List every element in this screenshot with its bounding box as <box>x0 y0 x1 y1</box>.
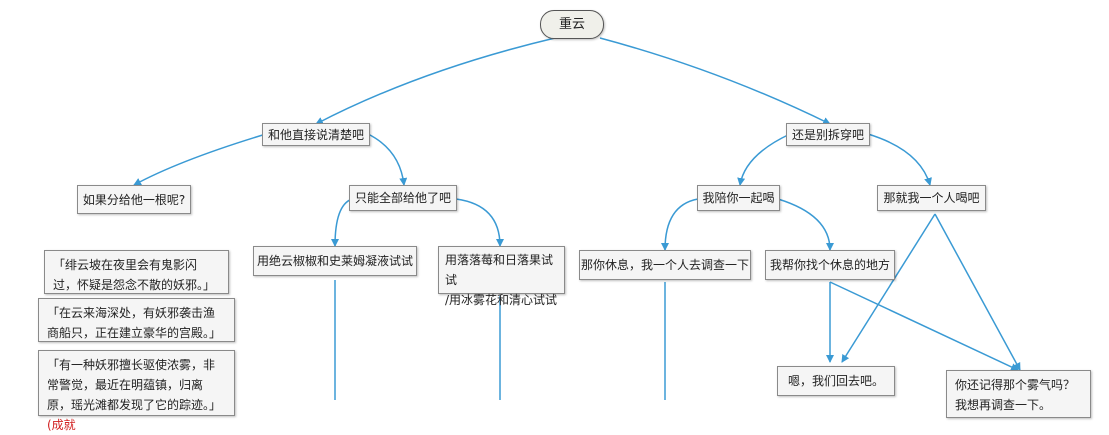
edge-find-remember <box>829 281 1019 371</box>
try-pepper-label: 用绝云椒椒和史莱姆凝液试试 <box>257 254 414 268</box>
node-find-rest: 我帮你找个休息的地方 <box>765 250 895 280</box>
find-rest-label: 我帮你找个休息的地方 <box>770 258 891 272</box>
node-accompany-drink: 我陪你一起喝 <box>697 185 780 211</box>
rumor-1: 「绯云坡在夜里会有鬼影闪过，怀疑是怨念不散的妖邪。」 <box>44 250 229 294</box>
ask-branch-label: 如果分给他一根呢? <box>82 192 186 207</box>
accompany-drink-label: 我陪你一起喝 <box>702 191 775 205</box>
edge-give-fruit <box>455 198 504 247</box>
go-back-label: 嗯，我们回去吧。 <box>787 374 884 388</box>
node-try-fruit: 用落落莓和日落果试试 /用冰雾花和清心试试 <box>438 246 565 307</box>
rumor-1-text: 「绯云坡在夜里会有鬼影闪过，怀疑是怨念不散的妖邪。」 <box>53 258 216 292</box>
edge-root-right <box>599 37 831 125</box>
rumor-3-text: 「有一种妖邪擅长驱使浓雾，非常警觉，最近在明蕴镇，归离原，瑶光滩都发现了它的踪迹… <box>47 358 222 412</box>
drink-alone-label: 那就我一个人喝吧 <box>883 191 980 205</box>
root-label: 重云 <box>558 16 585 32</box>
edge-accompany-rest <box>661 198 699 251</box>
rumor-3-wrap: 「有一种妖邪擅长驱使浓雾，非常警觉，最近在明蕴镇，归离原，瑶光滩都发现了它的踪迹… <box>47 355 226 435</box>
rumor-2: 「在云来海深处，有妖邪袭击渔商船只，正在建立豪华的宫殿。」 <box>38 298 235 342</box>
root-node: 重云 <box>540 10 604 39</box>
edge-alone-remember <box>934 213 1021 371</box>
edge-left-ask <box>133 133 267 186</box>
node-remember-fog: 你还记得那个雾气吗？我想再调查一下。 <box>946 370 1091 418</box>
node-ask-branch: 如果分给他一根呢? <box>77 185 191 214</box>
node-drink-alone: 那就我一个人喝吧 <box>877 185 986 211</box>
edge-accompany-find <box>777 198 834 251</box>
edge-left-give <box>367 133 408 186</box>
rumor-3: 「有一种妖邪擅长驱使浓雾，非常警觉，最近在明蕴镇，归离原，瑶光滩都发现了它的踪迹… <box>38 350 235 432</box>
node-go-back: 嗯，我们回去吧。 <box>777 366 895 396</box>
connector-layer <box>133 37 1021 400</box>
give-all-label: 只能全部给他了吧 <box>355 191 452 205</box>
try-fruit-label: 用落落莓和日落果试试 /用冰雾花和清心试试 <box>445 253 558 307</box>
rumor-2-text: 「在云来海深处，有妖邪袭击渔商船只，正在建立豪华的宫殿。」 <box>47 306 222 340</box>
node-give-all: 只能全部给他了吧 <box>349 185 457 211</box>
flowchart-diagram: 重云 和他直接说清楚吧 还是别拆穿吧 如果分给他一根呢? 只能全部给他了吧 我陪… <box>38 10 1091 432</box>
you-rest-label: 那你休息，我一个人去调查一下 <box>581 258 750 272</box>
edge-right-accompany <box>737 133 791 186</box>
node-say-clearly: 和他直接说清楚吧 <box>262 123 370 146</box>
rumor-3-achievement-tag: (成就 <box>47 418 76 432</box>
edge-root-left <box>315 37 556 125</box>
dont-expose-label: 还是别拆穿吧 <box>792 127 865 142</box>
node-try-pepper: 用绝云椒椒和史莱姆凝液试试 <box>253 246 417 276</box>
edge-right-alone <box>867 133 932 186</box>
remember-fog-label: 你还记得那个雾气吗？我想再调查一下。 <box>955 378 1076 412</box>
node-dont-expose: 还是别拆穿吧 <box>786 123 870 146</box>
say-clearly-label: 和他直接说清楚吧 <box>268 127 365 142</box>
edge-alone-goback <box>841 213 936 363</box>
node-you-rest: 那你休息，我一个人去调查一下 <box>579 250 751 280</box>
